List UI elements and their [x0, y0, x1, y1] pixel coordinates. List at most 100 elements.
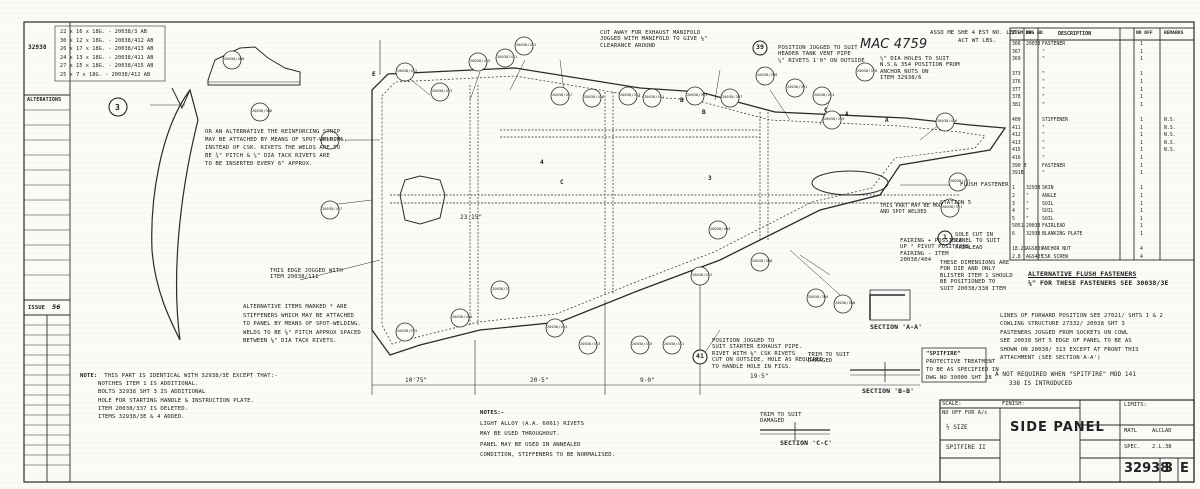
- material-row: 30 x 12 x 18G. - 20038/412 AB: [60, 37, 154, 44]
- starter-note: POSITION JOGGED TO SUIT STARTER EXHAUST …: [712, 338, 823, 370]
- note-line: THESE DIMENSIONS ARE: [940, 260, 1010, 266]
- general-notes: NOTES:- LIGHT ALLOY (A.A. 6061) RIVETS M…: [480, 408, 615, 461]
- parts-cell-item: 411: [1012, 125, 1021, 131]
- note-line: BE POSITIONED TO: [940, 279, 996, 286]
- section-marker: 4: [540, 159, 544, 166]
- parts-cell-item: 373: [1012, 72, 1021, 78]
- parts-cell-no: 1: [1140, 171, 1143, 177]
- callout-label: 20038/408: [224, 57, 245, 61]
- callout-circle: [948, 172, 968, 192]
- parts-cell-item: 413: [1012, 140, 1021, 146]
- callout-label: 20038/417: [950, 179, 971, 183]
- note-line: PANEL MAY BE USED IN ANNEALED: [480, 441, 581, 448]
- limits-label: LIMITS:: [1124, 402, 1147, 408]
- callout-label: 20038/390: [757, 73, 778, 77]
- parts-cell-dwg: ": [1026, 194, 1029, 199]
- parts-header-no-off: NO OFF: [1136, 31, 1153, 36]
- parts-cell-no: 1: [1140, 95, 1143, 101]
- parts-cell-desc: FASTENER: [1042, 42, 1066, 47]
- section-marker: B: [702, 109, 706, 116]
- callout-circle: [806, 288, 826, 308]
- parts-cell-item: 367: [1012, 49, 1021, 55]
- material-value: ALCLAD: [1152, 428, 1172, 434]
- parts-cell-no: 1: [1140, 163, 1143, 169]
- parts-cell-item: 391B: [1012, 171, 1024, 177]
- section-marker: A: [885, 117, 889, 124]
- joggle-note: THIS EDGE JOGGED WITH ITEM 20038/111: [270, 268, 343, 281]
- section-marker: B: [680, 97, 684, 104]
- parts-header-remarks: REMARKS: [1164, 31, 1184, 36]
- note-line: FOR DIE AND ONLY: [940, 266, 996, 273]
- note-line: N.S.& 354 POSITION FROM: [880, 62, 960, 69]
- parts-cell-dwg: 20038: [1026, 42, 1041, 47]
- material-row: 27 x 15 x 18G. - 20038/415 AB: [60, 63, 154, 70]
- spec-label: SPEC.: [1124, 444, 1141, 450]
- callout-label: 20038/411: [664, 342, 685, 346]
- parts-cell-no: 1: [1140, 102, 1143, 108]
- holes-note: ¼" DIA HOLES TO SUIT N.S.& 354 POSITION …: [880, 56, 960, 82]
- parts-cell-item: 2: [1012, 194, 1015, 199]
- callout-circle: [690, 266, 710, 286]
- callout-circle: [750, 252, 770, 272]
- issue-value: 56: [52, 304, 61, 311]
- parts-cell-item: 369: [1012, 57, 1021, 63]
- callout-circle: [755, 66, 775, 86]
- parts-cell-desc: CSK SCREW: [1042, 254, 1068, 260]
- note-line: SUIT 20038/338 ITEM: [940, 285, 1006, 292]
- scale-label: SCALE:: [942, 401, 962, 407]
- callout-label: 20038/412: [547, 325, 568, 329]
- dimension: 19·5": [750, 373, 769, 380]
- callout-label: 20038/415: [824, 117, 845, 121]
- parts-cell-no: 1: [1140, 87, 1143, 93]
- parts-cell-desc: ": [1042, 102, 1045, 108]
- trim-note-bb: TRIM TO SUIT DAMAGED: [808, 352, 850, 365]
- callout-circle: [320, 130, 340, 150]
- dimensions-note: THESE DIMENSIONS ARE FOR DIE AND ONLY BL…: [940, 260, 1013, 292]
- alt-flush-fasteners: ALTERNATIVE FLUSH FASTENERS ⅛" FOR THESE…: [1028, 270, 1168, 288]
- note-line: WELDS TO BE ⅝" PITCH APPROX SPACED: [243, 329, 361, 336]
- callout-circle: [395, 322, 415, 342]
- callout-label: 20038/417: [552, 93, 573, 97]
- callout-circle: [468, 52, 488, 72]
- scale-value: ½ SIZE: [946, 424, 968, 431]
- callout-circle: [708, 220, 728, 240]
- parts-cell-dwg: ": [1026, 216, 1029, 222]
- flush-fastener-label: FLUSH FASTENER: [960, 182, 1009, 188]
- callout-circle: [578, 335, 598, 355]
- parts-cell-no: 1: [1140, 209, 1143, 215]
- section-marker: E: [372, 71, 376, 78]
- parts-cell-no: 1: [1140, 201, 1143, 207]
- note-line: MAY BE USED THROUGHOUT.: [480, 431, 560, 437]
- note-line: ¼" DIA HOLES TO SUIT: [880, 56, 950, 62]
- drawing-number: 32938: [1124, 461, 1170, 476]
- section-aa-label: SECTION 'A-A': [870, 323, 923, 331]
- parts-cell-rem: N.S.: [1164, 140, 1176, 146]
- note-line: HOLE FOR STARTING HANDLE & INSTRUCTION P…: [98, 397, 255, 404]
- note-line: THIS EDGE JOGGED WITH: [270, 268, 343, 274]
- material-list: 22 x 16 x 18G. - 20038/3 AB 30 x 12 x 18…: [60, 28, 153, 80]
- note-line: POSITION JOGGED TO: [712, 338, 775, 344]
- callout-label: 20038/416: [937, 119, 958, 123]
- parts-cell-dwg: AGS809: [1026, 247, 1044, 253]
- parts-cell-desc: SKIN: [1042, 186, 1054, 192]
- parts-cell-no: 1: [1140, 232, 1143, 237]
- ref-code: 32938: [28, 44, 47, 51]
- sheet-number: 3: [1164, 461, 1174, 476]
- callout-label: 20038/413: [580, 342, 601, 346]
- note-line: TO BE INSERTED EVERY 6" APPROX.: [205, 161, 313, 167]
- note-line: ANCHOR NUTS ON: [880, 68, 929, 75]
- no-off-label: NO OFF FOR A/c: [942, 410, 988, 416]
- parts-cell-desc: SOIL: [1042, 216, 1054, 222]
- parts-cell-item: 409: [1012, 118, 1021, 123]
- parts-cell-rem: N.S.: [1164, 148, 1176, 154]
- parts-cell-desc: ANCHOR NUT: [1042, 247, 1071, 253]
- item-balloon-label: 39: [755, 43, 765, 51]
- note-line: OR AN ALTERNATIVE THE REINFORCING STRIP: [205, 129, 341, 135]
- parts-cell-dwg: ": [1026, 209, 1029, 215]
- callout-circle: [582, 88, 602, 108]
- parts-cell-no: 1: [1140, 148, 1143, 154]
- callout-label: 20038/403: [710, 227, 731, 231]
- note-line: SOLE CUT IN: [955, 232, 994, 238]
- note-line: CUT AWAY FOR EXHAUST MANIFOLD: [600, 30, 701, 36]
- note-line: PANEL TO SUIT: [955, 238, 1001, 245]
